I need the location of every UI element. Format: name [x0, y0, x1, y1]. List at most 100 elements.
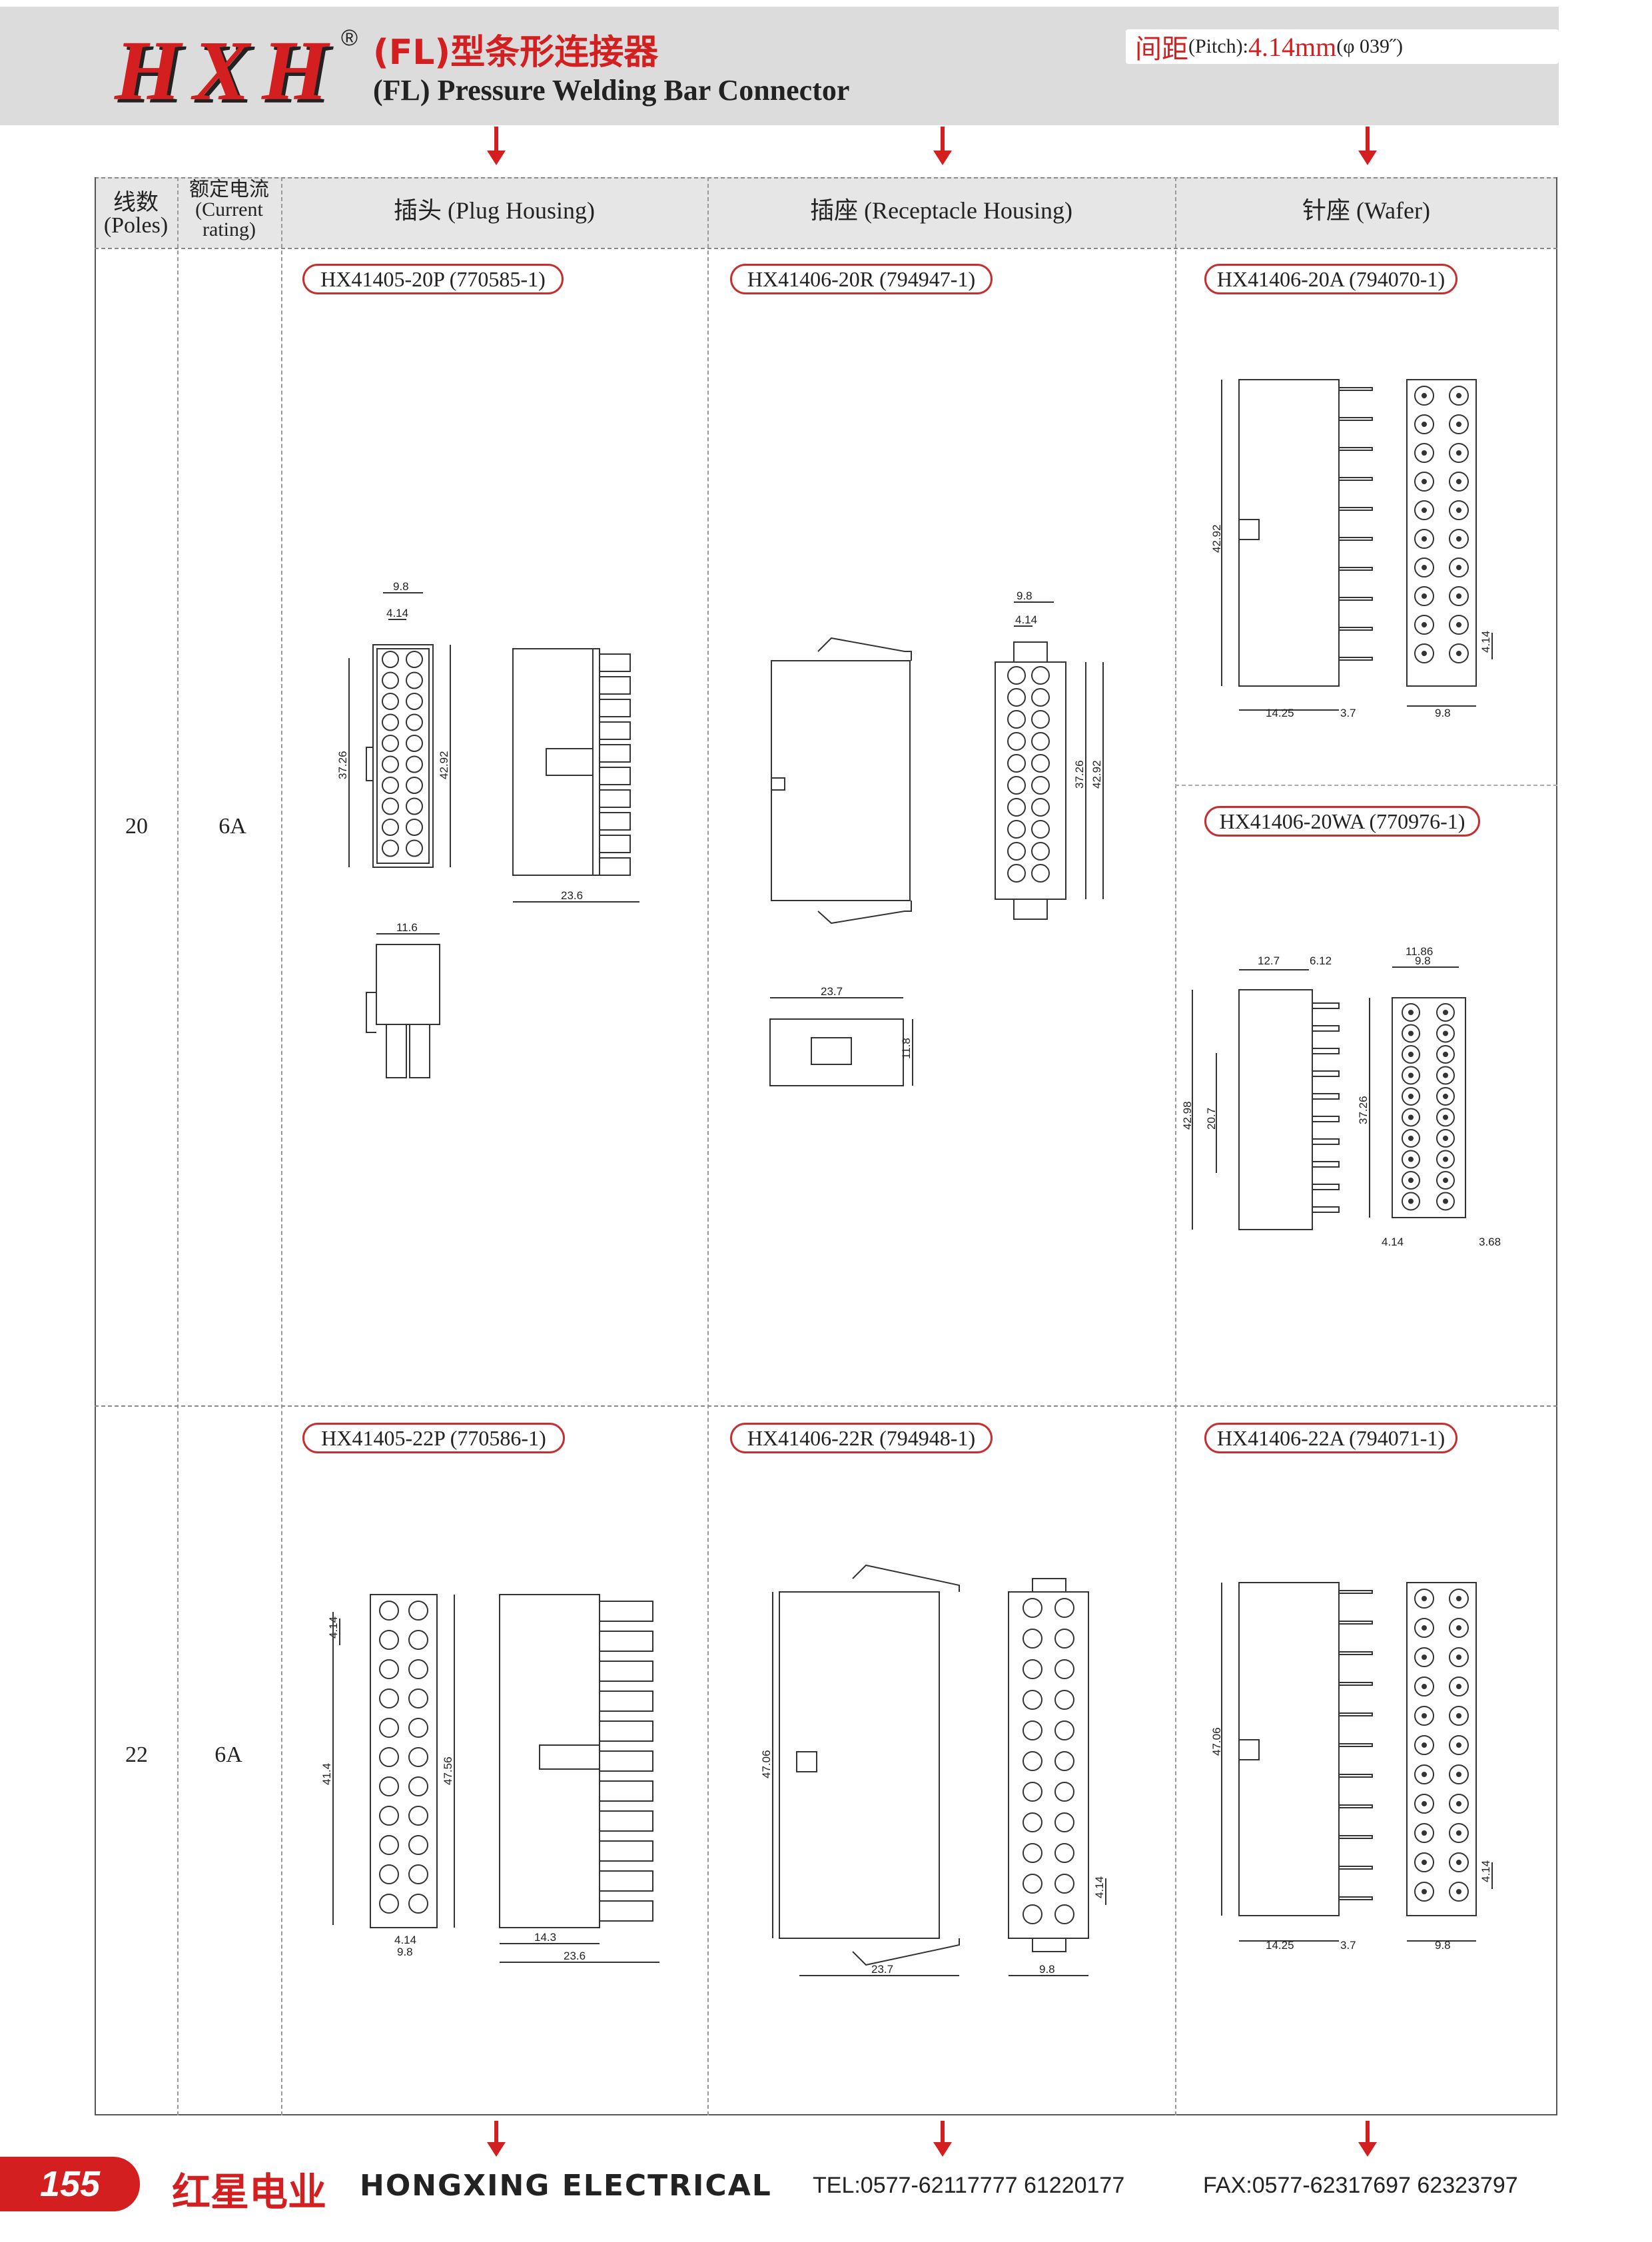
pin: [599, 857, 631, 876]
svg-text:9.8: 9.8: [1039, 1963, 1055, 1976]
pin: [599, 721, 631, 740]
contact-hole: [408, 1718, 428, 1738]
part-number-badge: HX41406-20R (794947-1): [730, 264, 993, 294]
contact-pin: [1422, 450, 1427, 456]
svg-text:9.8: 9.8: [1017, 589, 1032, 602]
svg-text:12.7: 12.7: [1258, 954, 1280, 967]
svg-text:14.25: 14.25: [1266, 707, 1294, 719]
contact-fax: FAX:0577-62317697 62323797: [1203, 2173, 1518, 2198]
wafer-20wa-front-drawing: 11.86 9.8 37.26 4.14 3.68: [1357, 945, 1501, 1248]
contact-hole: [1402, 1003, 1420, 1022]
contact-hole: [1054, 1874, 1074, 1894]
contact-hole: [1402, 1108, 1420, 1127]
contact-pin: [1408, 1010, 1414, 1015]
contact-pin: [1422, 422, 1427, 427]
contact-hole: [382, 713, 399, 731]
svg-text:9.8: 9.8: [393, 580, 409, 593]
svg-text:4.14: 4.14: [1382, 1236, 1404, 1248]
pin: [1338, 597, 1373, 601]
svg-text:9.8: 9.8: [1415, 954, 1431, 967]
svg-text:14.3: 14.3: [534, 1931, 556, 1944]
row-rating: 6A: [214, 1742, 242, 1767]
wafer-20-front-drawing: 4.14 9.8: [1406, 379, 1493, 719]
contact-hole: [382, 839, 399, 857]
arrow-down-icon: [933, 2121, 952, 2157]
contact-hole: [1023, 1782, 1042, 1802]
contact-hole: [1449, 1589, 1469, 1609]
contact-hole: [1023, 1874, 1042, 1894]
contact-pin: [1443, 1052, 1448, 1057]
plug-20-side-drawing: 23.6: [512, 648, 639, 903]
contact-hole: [1436, 1192, 1455, 1211]
contact-hole: [1414, 615, 1434, 635]
contact-hole: [406, 735, 423, 752]
arrow-down-icon: [933, 127, 952, 165]
contact-hole: [382, 693, 399, 710]
pitch-label: 间距: [1135, 34, 1188, 65]
contact-hole: [1449, 1706, 1469, 1726]
contact-pin: [1422, 622, 1427, 627]
contact-hole: [1031, 776, 1050, 795]
contact-hole: [1414, 1852, 1434, 1872]
pin: [1312, 1048, 1340, 1054]
contact-pin: [1456, 1713, 1461, 1718]
contact-hole: [1402, 1024, 1420, 1043]
contact-hole: [1054, 1659, 1074, 1679]
contact-hole: [408, 1835, 428, 1855]
pin: [599, 1900, 653, 1922]
wafer-20-side-drawing: 42.92 14.25 3.7: [1210, 379, 1373, 719]
contact-hole: [1449, 1618, 1469, 1638]
contact-hole: [1007, 798, 1026, 817]
contact-hole: [379, 1659, 399, 1679]
pin: [1338, 1866, 1373, 1870]
contact-hole: [1023, 1598, 1042, 1618]
contact-hole: [1031, 688, 1050, 707]
contact-pin: [1443, 1094, 1448, 1099]
contact-hole: [1436, 1003, 1455, 1022]
contact-hole: [382, 797, 399, 815]
pin: [1338, 567, 1373, 571]
contact-pin: [1408, 1094, 1414, 1099]
contact-pin: [1456, 1860, 1461, 1865]
contact-hole: [406, 797, 423, 815]
wafer-22-front-drawing: 4.14 9.8: [1406, 1582, 1493, 1952]
contact-hole: [379, 1747, 399, 1767]
contact-hole: [1054, 1812, 1074, 1832]
svg-text:37.26: 37.26: [1357, 1096, 1370, 1124]
contact-pin: [1456, 1830, 1461, 1836]
pitch-inch: (φ 039˝): [1336, 35, 1404, 57]
contact-hole: [1023, 1720, 1042, 1740]
svg-text:14.25: 14.25: [1266, 1939, 1294, 1952]
contact-hole: [1414, 643, 1434, 663]
pin: [1338, 1712, 1373, 1716]
part-number-badge: HX41406-20A (794070-1): [1204, 264, 1457, 294]
pin: [1338, 477, 1373, 481]
contact-pin: [1456, 1801, 1461, 1806]
plug-22-front-drawing: 4.14 41.4 47.56 4.14 9.8: [320, 1594, 455, 1958]
contact-hole: [1449, 500, 1469, 520]
brand-en: HONGXING ELECTRICAL: [360, 2169, 772, 2203]
pin: [1338, 447, 1373, 451]
contact-hole: [1436, 1171, 1455, 1190]
brand-cn: 红星电业: [172, 2169, 327, 2215]
pin: [1338, 1682, 1373, 1686]
contact-hole: [1054, 1843, 1074, 1863]
contact-hole: [1054, 1720, 1074, 1740]
contact-pin: [1456, 508, 1461, 513]
pin: [1312, 1184, 1340, 1190]
pin: [599, 1601, 653, 1622]
contact-hole: [406, 777, 423, 794]
receptacle-22-front-drawing: 4.14 9.8: [1008, 1578, 1106, 1976]
contact-hole: [1023, 1904, 1042, 1924]
contact-pin: [1422, 393, 1427, 398]
contact-hole: [1449, 558, 1469, 577]
pin: [599, 1720, 653, 1742]
pin: [1338, 1896, 1373, 1900]
contact-hole: [1054, 1598, 1074, 1618]
contact-hole: [1449, 615, 1469, 635]
contact-pin: [1422, 536, 1427, 542]
receptacle-20-front-drawing: 9.8 4.14 37.26 42.92: [995, 589, 1104, 920]
pin: [1312, 1116, 1340, 1122]
contact-hole: [1031, 732, 1050, 751]
arrow-down-icon: [487, 2121, 506, 2157]
